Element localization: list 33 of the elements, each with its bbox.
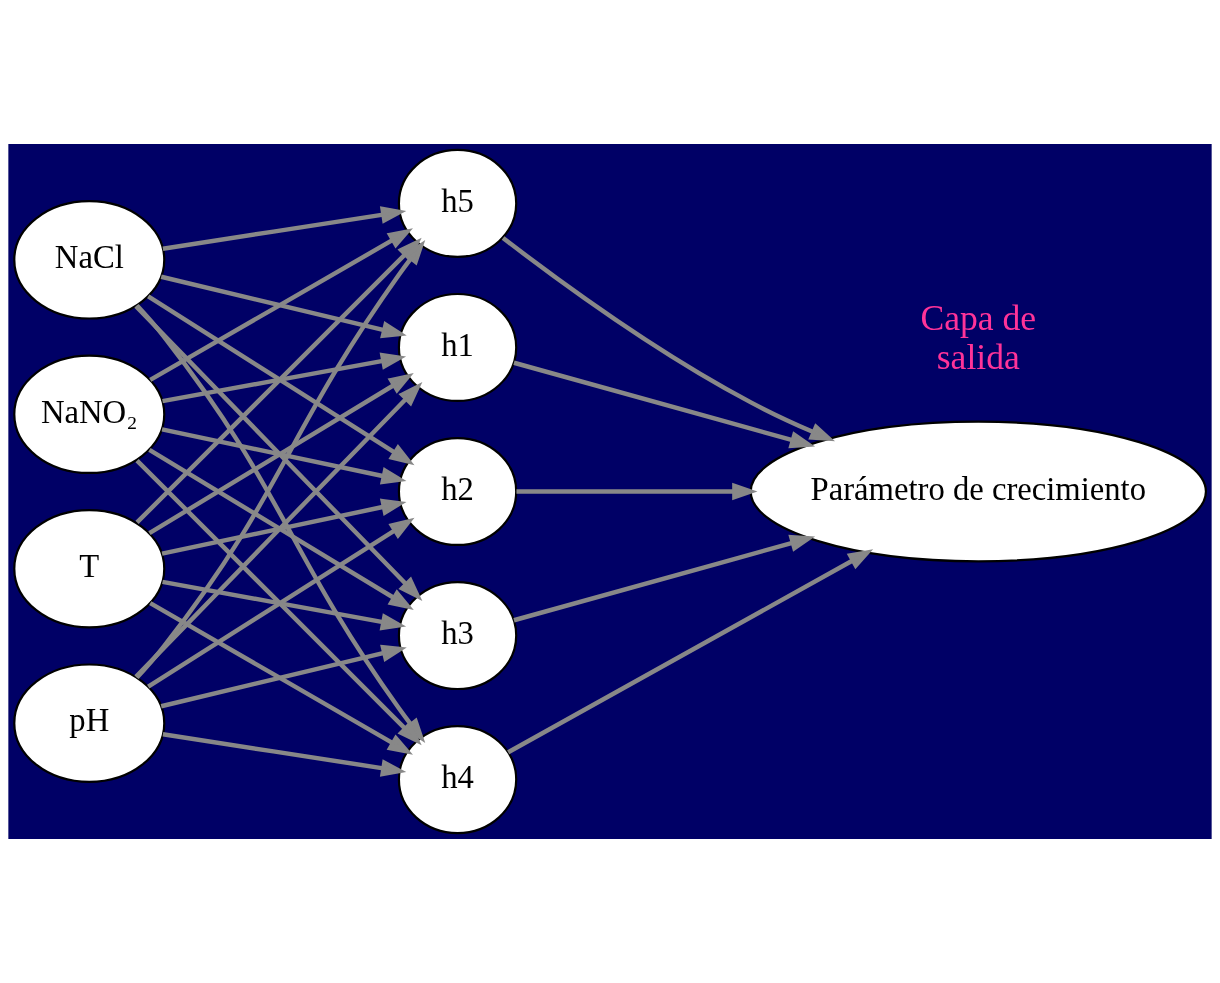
node-circle: h1 (397, 292, 518, 403)
arrow (160, 644, 407, 709)
arrow (161, 498, 407, 556)
arrow (134, 382, 423, 679)
arrow (507, 549, 874, 755)
arrow (161, 427, 407, 485)
arrow (135, 240, 426, 680)
node-circle: h5 (397, 148, 518, 258)
node-circle: h3 (397, 580, 518, 691)
node-ellipse: NaNO₂ (13, 354, 166, 475)
arrow (513, 360, 816, 449)
arrow (148, 373, 414, 536)
arrow (501, 236, 836, 442)
arrow (149, 601, 413, 755)
arrow (134, 304, 423, 601)
node-circle: h4 (397, 725, 518, 835)
arrow (147, 294, 415, 466)
arrow (516, 482, 758, 501)
arrow (160, 274, 407, 339)
arrow (147, 517, 415, 689)
node-ellipse: pH (13, 663, 166, 783)
arrow (148, 447, 414, 610)
node-ellipse: T (13, 508, 166, 629)
arrow (135, 458, 422, 746)
label: Capa de salida (920, 297, 1037, 377)
arrow (162, 732, 407, 777)
node-circle: h2 (397, 436, 518, 547)
node-ellipse: NaCl (13, 200, 166, 320)
arrow (162, 579, 407, 631)
arrow (162, 352, 407, 404)
arrow (513, 534, 816, 623)
arrow (149, 228, 413, 382)
arrow (162, 206, 407, 251)
